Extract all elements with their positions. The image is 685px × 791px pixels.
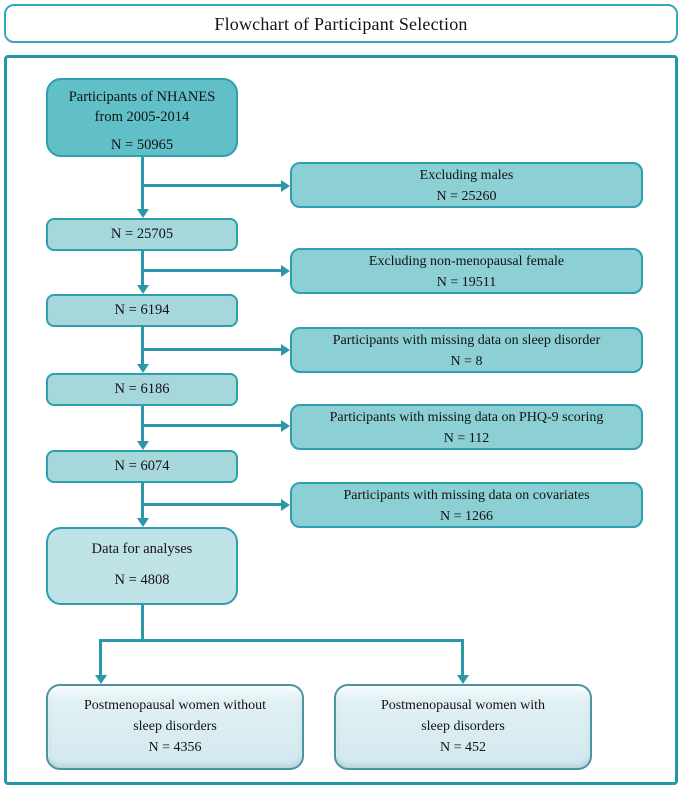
node-count: N = 4808 bbox=[114, 572, 170, 588]
arrow-right-icon bbox=[281, 180, 290, 192]
connector-line bbox=[142, 184, 281, 187]
node-count: N = 8 bbox=[450, 354, 483, 369]
arrow-down-icon bbox=[137, 285, 149, 294]
node-count: N = 112 bbox=[443, 431, 490, 446]
node-count-6186: N = 6186 bbox=[46, 373, 238, 406]
node-label-line: Postmenopausal women without bbox=[84, 698, 266, 713]
connector-line bbox=[99, 639, 464, 642]
node-excluding-non-menopausal: Excluding non-menopausal female N = 1951… bbox=[290, 248, 643, 294]
node-label: Participants with missing data on sleep … bbox=[332, 333, 601, 348]
node-label-line: sleep disorders bbox=[421, 719, 505, 734]
connector-line bbox=[461, 639, 464, 676]
connector-line bbox=[142, 269, 281, 272]
node-count: N = 1266 bbox=[439, 509, 493, 524]
node-missing-phq9: Participants with missing data on PHQ-9 … bbox=[290, 404, 643, 450]
node-label-line: sleep disorders bbox=[133, 719, 217, 734]
node-count-6194: N = 6194 bbox=[46, 294, 238, 327]
node-missing-covariates: Participants with missing data on covari… bbox=[290, 482, 643, 528]
arrow-down-icon bbox=[137, 364, 149, 373]
connector-line bbox=[142, 503, 281, 506]
arrow-down-icon bbox=[137, 209, 149, 218]
connector-line bbox=[141, 406, 144, 441]
connector-line bbox=[141, 605, 144, 642]
node-count: N = 25260 bbox=[436, 189, 497, 204]
node-count: N = 19511 bbox=[436, 275, 497, 290]
node-count: N = 452 bbox=[439, 740, 486, 755]
node-count-6074: N = 6074 bbox=[46, 450, 238, 483]
arrow-right-icon bbox=[281, 344, 290, 356]
node-nhanes-participants: Participants of NHANES from 2005-2014 N … bbox=[46, 78, 238, 157]
node-label: Participants with missing data on covari… bbox=[343, 488, 590, 503]
node-count: N = 6074 bbox=[114, 458, 170, 474]
node-excluding-males: Excluding males N = 25260 bbox=[290, 162, 643, 208]
page-title: Flowchart of Participant Selection bbox=[214, 14, 468, 34]
connector-line bbox=[141, 327, 144, 364]
node-data-for-analyses: Data for analyses N = 4808 bbox=[46, 527, 238, 605]
connector-line bbox=[142, 424, 281, 427]
node-label-line: Postmenopausal women with bbox=[380, 698, 546, 713]
arrow-down-icon bbox=[137, 441, 149, 450]
node-label-line: from 2005-2014 bbox=[94, 109, 190, 125]
node-count: N = 50965 bbox=[110, 137, 174, 153]
page-title-box: Flowchart of Participant Selection bbox=[4, 4, 678, 43]
arrow-right-icon bbox=[281, 265, 290, 277]
node-count: N = 25705 bbox=[110, 226, 174, 242]
arrow-right-icon bbox=[281, 420, 290, 432]
node-count: N = 6194 bbox=[114, 302, 170, 318]
node-count: N = 6186 bbox=[114, 381, 170, 397]
connector-line bbox=[142, 348, 281, 351]
node-label: Data for analyses bbox=[91, 541, 193, 557]
node-count-25705: N = 25705 bbox=[46, 218, 238, 251]
node-count: N = 4356 bbox=[148, 740, 202, 755]
node-missing-sleep-disorder: Participants with missing data on sleep … bbox=[290, 327, 643, 373]
connector-line bbox=[99, 639, 102, 676]
connector-line bbox=[141, 251, 144, 285]
node-label-line: Participants of NHANES bbox=[68, 89, 216, 105]
arrow-down-icon bbox=[457, 675, 469, 684]
connector-line bbox=[141, 483, 144, 518]
arrow-down-icon bbox=[137, 518, 149, 527]
connector-line bbox=[141, 157, 144, 209]
node-with-sleep-disorders: Postmenopausal women with sleep disorder… bbox=[334, 684, 592, 770]
arrow-right-icon bbox=[281, 499, 290, 511]
node-label: Excluding males bbox=[419, 168, 514, 183]
node-label: Excluding non-menopausal female bbox=[368, 254, 565, 269]
node-label: Participants with missing data on PHQ-9 … bbox=[329, 410, 604, 425]
arrow-down-icon bbox=[95, 675, 107, 684]
node-without-sleep-disorders: Postmenopausal women without sleep disor… bbox=[46, 684, 304, 770]
